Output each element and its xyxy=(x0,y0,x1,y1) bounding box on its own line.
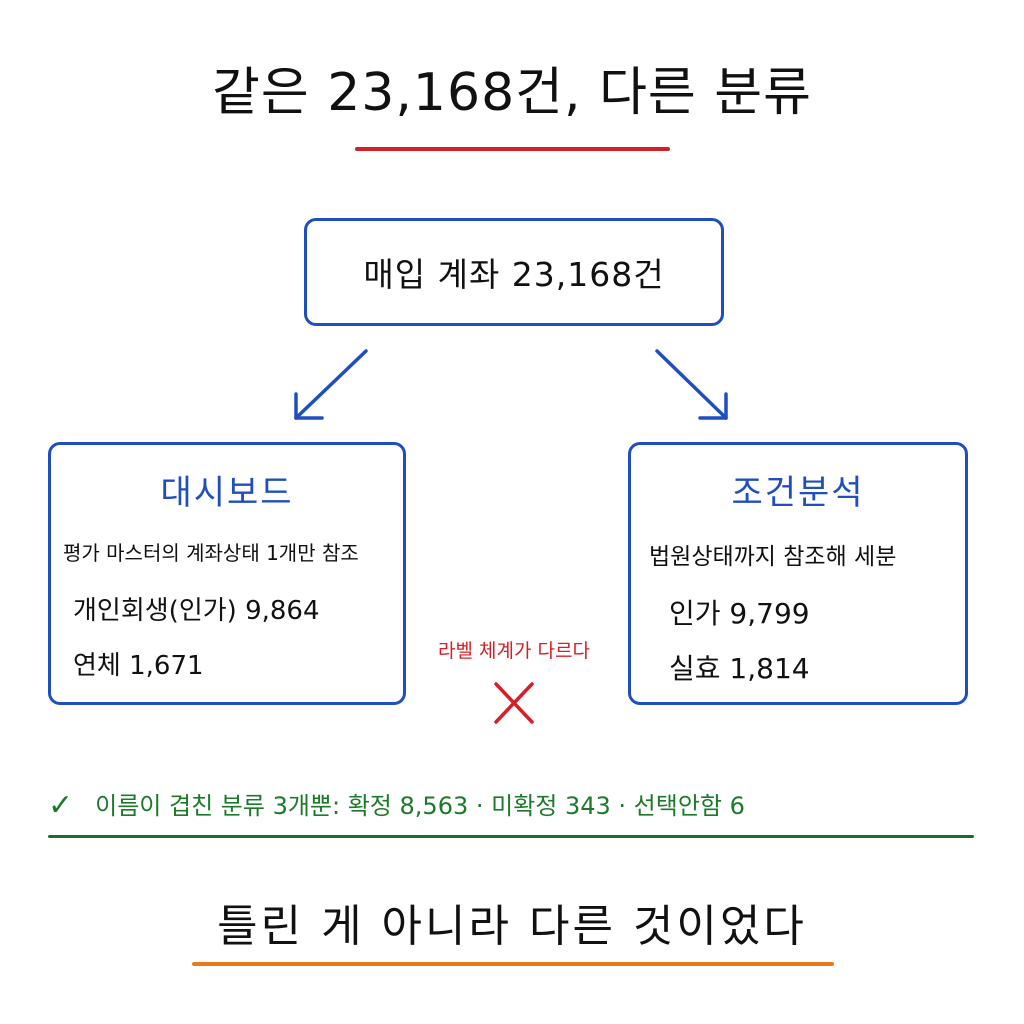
note-underline xyxy=(48,835,974,838)
arrow-right-icon xyxy=(655,349,728,420)
dashboard-title: 대시보드 xyxy=(160,473,294,513)
dashboard-description: 평가 마스터의 계좌상태 1개만 참조 xyxy=(63,541,359,565)
condition-analysis-description: 법원상태까지 참조해 세분 xyxy=(649,544,897,570)
shared-categories-text: 이름이 겹친 분류 3개뿐: 확정 8,563 · 미확정 343 · 선택안함… xyxy=(95,792,745,820)
dashboard-rehab-count: 개인회생(인가) 9,864 xyxy=(73,596,320,626)
mismatch-x-icon xyxy=(494,682,534,724)
shared-categories-note: ✓ 이름이 겹친 분류 3개뿐: 확정 8,563 · 미확정 343 · 선택안… xyxy=(48,786,974,823)
dashboard-delinquent-count: 연체 1,671 xyxy=(73,651,204,681)
conclusion-underline xyxy=(192,962,834,966)
condition-analysis-lapsed-count: 실효 1,814 xyxy=(669,652,810,685)
dashboard-box: 대시보드 평가 마스터의 계좌상태 1개만 참조 개인회생(인가) 9,864 … xyxy=(48,442,406,705)
title-underline xyxy=(355,147,670,151)
source-box-label: 매입 계좌 23,168건 xyxy=(363,255,665,294)
condition-analysis-box: 조건분석 법원상태까지 참조해 세분 인가 9,799 실효 1,814 xyxy=(628,442,968,705)
source-box: 매입 계좌 23,168건 xyxy=(304,218,724,326)
mismatch-label: 라벨 체계가 다르다 xyxy=(438,640,590,662)
condition-analysis-approved-count: 인가 9,799 xyxy=(669,597,810,630)
check-icon: ✓ xyxy=(48,788,74,823)
page-title: 같은 23,168건, 다른 분류 xyxy=(212,63,812,123)
conclusion-text: 틀린 게 아니라 다른 것이었다 xyxy=(217,901,807,952)
arrow-left-icon xyxy=(294,349,368,420)
condition-analysis-title: 조건분석 xyxy=(731,473,865,513)
